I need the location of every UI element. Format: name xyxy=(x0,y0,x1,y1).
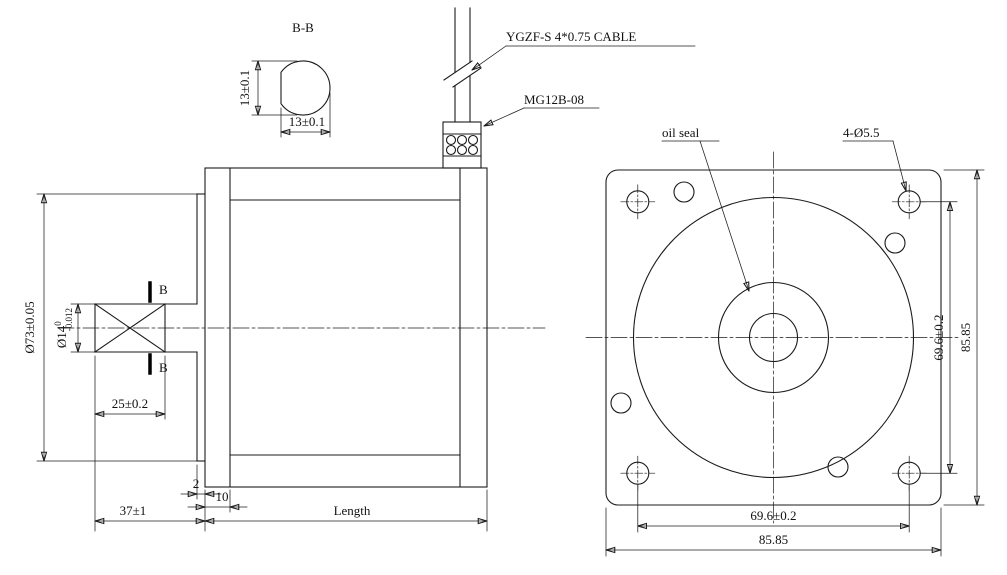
shaft-length-dim: 37±1 xyxy=(120,503,147,518)
cable-break-mark xyxy=(452,67,482,88)
connector xyxy=(442,121,482,169)
section-view-title: B-B xyxy=(292,20,314,35)
assembly-screw xyxy=(827,456,849,478)
body-circle xyxy=(632,196,915,479)
cable-break-mark xyxy=(443,60,473,81)
shaft-section-profile xyxy=(280,60,331,116)
shaft-diameter-value: Ø14 xyxy=(54,325,69,348)
cable-label: YGZF-S 4*0.75 CABLE xyxy=(506,29,636,44)
side-view-dimensions: Ø73±0.05 Ø140-0.012 25±0.2 2 10 37±1 Len… xyxy=(22,194,487,532)
cable xyxy=(443,7,482,123)
flange-outline xyxy=(605,169,942,506)
oil-seal-label: oil seal xyxy=(662,125,700,140)
body-length-dim: Length xyxy=(334,503,371,518)
flange-size-vertical-dim: 85.85 xyxy=(958,323,973,352)
boss-height-dim: 2 xyxy=(193,476,200,491)
section-mark-label-top: B xyxy=(159,282,168,297)
section-dim-horizontal: 13±0.1 xyxy=(289,114,325,129)
mount-holes-leader-line xyxy=(892,140,906,191)
hole-pitch-vertical-dim: 69.6±0.2 xyxy=(931,314,946,360)
cable-assembly: YGZF-S 4*0.75 CABLE MG12B-08 xyxy=(442,7,696,169)
shaft-hole xyxy=(748,312,799,363)
connector-label: MG12B-08 xyxy=(524,92,584,107)
connector-leader-line xyxy=(484,107,525,126)
section-mark-label-bottom: B xyxy=(159,360,168,375)
centerlines xyxy=(57,151,962,524)
body-diameter-dim: Ø73±0.05 xyxy=(22,301,37,353)
flange-size-horizontal-dim: 85.85 xyxy=(759,532,788,547)
side-view: B B xyxy=(94,167,488,488)
pilot-boss xyxy=(196,193,206,462)
shaft-diameter-dim: Ø140-0.012 xyxy=(53,308,74,348)
flat-length-dim: 25±0.2 xyxy=(112,396,148,411)
motor-body-outline xyxy=(204,167,488,488)
shaft-tolerance-lower: -0.012 xyxy=(64,308,74,331)
assembly-screw xyxy=(673,181,695,203)
cable-leader-line xyxy=(472,45,507,70)
front-view-dimensions: 69.6±0.2 85.85 69.6±0.2 85.85 xyxy=(606,170,985,557)
shaft-tolerance-upper: 0 xyxy=(53,321,63,326)
mounting-hole-bottom-left xyxy=(620,455,656,491)
oil-seal-leader-line xyxy=(699,140,749,291)
flange-thickness-dim: 10 xyxy=(216,489,229,504)
shaft xyxy=(94,303,198,353)
mounting-hole-top-left xyxy=(620,184,656,220)
section-dim-vertical: 13±0.1 xyxy=(237,70,252,106)
oil-seal xyxy=(717,281,830,394)
mount-holes-label: 4-Ø5.5 xyxy=(843,125,879,140)
hole-pitch-horizontal-dim: 69.6±0.2 xyxy=(750,508,796,523)
assembly-screw xyxy=(610,392,632,414)
assembly-screw xyxy=(884,232,906,254)
shaft-flat-section xyxy=(94,303,166,353)
section-detail-view: B-B 13±0.1 13±0.1 xyxy=(237,20,331,138)
